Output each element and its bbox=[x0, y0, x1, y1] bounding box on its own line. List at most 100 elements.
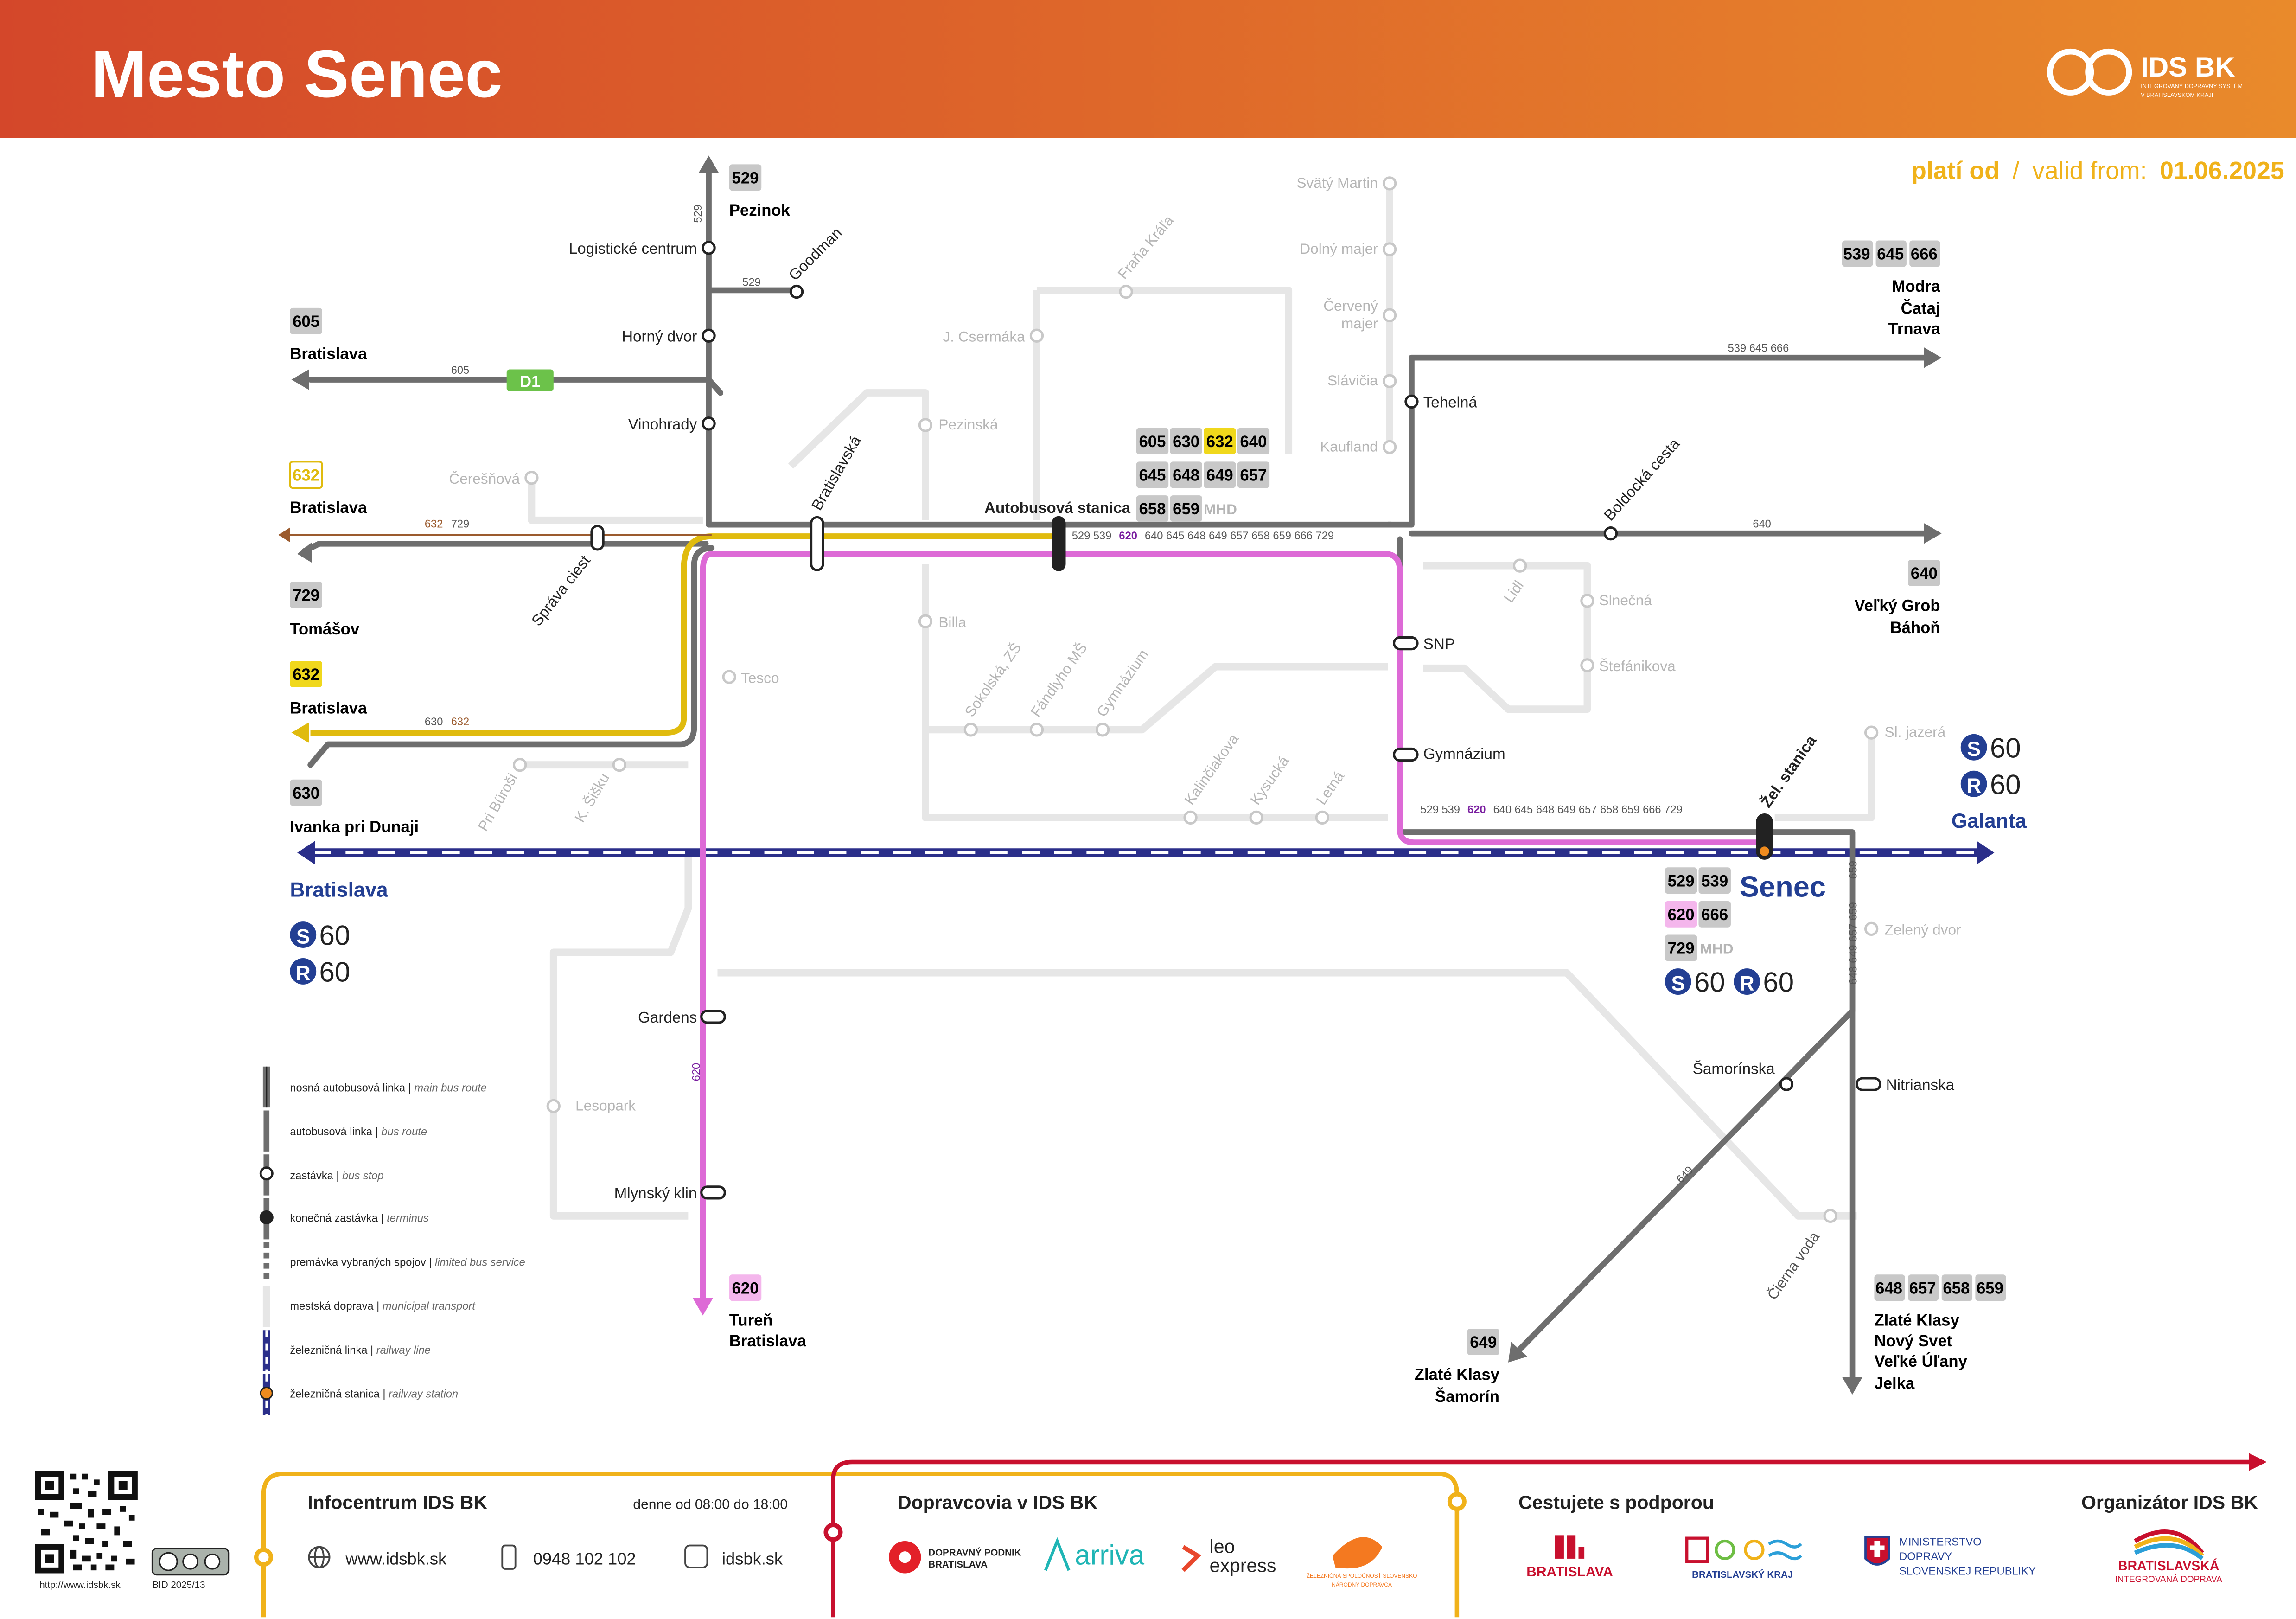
stop-bratislavska[interactable] bbox=[810, 516, 824, 571]
info-frame bbox=[261, 1471, 1460, 1618]
stop-snp[interactable] bbox=[1393, 636, 1419, 651]
label-620-vertical: 620 bbox=[691, 1063, 703, 1081]
stop-lidl[interactable] bbox=[1513, 558, 1527, 573]
rail-east-s-letter: S bbox=[1967, 738, 1980, 761]
dest-620: 620 Tureň Bratislava bbox=[729, 1274, 806, 1350]
info-phone[interactable]: 0948 102 102 bbox=[533, 1549, 636, 1568]
red-arrow bbox=[2249, 1453, 2267, 1471]
stop-dolny-majer[interactable] bbox=[1382, 242, 1397, 256]
label-630: 630 bbox=[425, 716, 443, 728]
stop-letna[interactable] bbox=[1315, 810, 1329, 825]
stop-kysucka[interactable] bbox=[1249, 810, 1263, 825]
stop-tehelna[interactable] bbox=[1404, 394, 1419, 409]
badge-658: 658 bbox=[1943, 1280, 1970, 1297]
dest-630: 630 Ivanka pri Dunaji bbox=[290, 779, 419, 836]
stop-slnecna[interactable] bbox=[1580, 594, 1594, 608]
badge-605: 605 bbox=[293, 313, 319, 331]
legend-1-en: bus route bbox=[381, 1126, 427, 1138]
stop-horny-dvor[interactable] bbox=[702, 328, 716, 343]
hub-s-529: 529 bbox=[1668, 872, 1695, 890]
hub-senec-r-letter: R bbox=[1740, 973, 1754, 995]
label-horny-dvor: Horný dvor bbox=[622, 328, 697, 345]
d1-label: D1 bbox=[520, 373, 540, 390]
bid-logo: BRATISLAVSKÁ INTEGROVANÁ DOPRAVA bbox=[2115, 1529, 2222, 1584]
hub-a-630: 630 bbox=[1173, 433, 1199, 451]
badge-640: 640 bbox=[1911, 565, 1938, 582]
leo-express-logo: leo express bbox=[1181, 1536, 1276, 1576]
zssk-logo: ŽELEZNIČNÁ SPOLOČNOSŤ SLOVENSKO NÁRODNÝ … bbox=[1307, 1537, 1417, 1588]
rail-west-r-letter: R bbox=[296, 962, 311, 985]
legend-6-sk: železničná linka bbox=[290, 1344, 368, 1357]
stop-boldocka-cesta[interactable] bbox=[1603, 526, 1618, 541]
dest-novy-svet: Nový Svet bbox=[1874, 1332, 1952, 1350]
stop-vinohrady[interactable] bbox=[702, 416, 716, 431]
stop-lesopark[interactable] bbox=[546, 1099, 561, 1113]
globe-icon bbox=[308, 1546, 331, 1568]
stop-j-csermaka[interactable] bbox=[1029, 328, 1044, 343]
bratislava-text: BRATISLAVA bbox=[1526, 1564, 1613, 1580]
stop-sprava-ciest[interactable] bbox=[590, 525, 605, 551]
hub-a-658: 658 bbox=[1139, 500, 1166, 518]
legend: nosná autobusová linka | main bus route … bbox=[259, 1066, 525, 1415]
phone-icon bbox=[501, 1544, 517, 1570]
label-slnecna: Slnečná bbox=[1599, 592, 1652, 608]
stop-tesco[interactable] bbox=[722, 670, 736, 684]
stop-sokolska-zs[interactable] bbox=[963, 723, 978, 737]
stop-pri-burosi[interactable] bbox=[512, 758, 527, 772]
route-arrowheads bbox=[291, 155, 1942, 1395]
stop-gymnazium-mhd[interactable] bbox=[1095, 723, 1110, 737]
label-605: 605 bbox=[451, 365, 470, 377]
stop-stefanikova[interactable] bbox=[1580, 658, 1594, 672]
stop-frana-krala[interactable] bbox=[1119, 284, 1133, 299]
stop-sl-jazera[interactable] bbox=[1864, 725, 1879, 740]
stop-billa[interactable] bbox=[918, 614, 933, 628]
dest-632: 632 Bratislava bbox=[289, 461, 367, 517]
label-fandlyho-ms: Fándlyho MŠ bbox=[1027, 640, 1090, 720]
stop-cierna-voda[interactable] bbox=[1823, 1209, 1837, 1223]
legend-4-sk: premávka vybraných spojov bbox=[290, 1256, 426, 1268]
legend-6-en: railway line bbox=[376, 1344, 431, 1357]
legend-bus-route: autobusová linka | bus route bbox=[290, 1126, 427, 1138]
info-fb[interactable]: idsbk.sk bbox=[722, 1549, 783, 1568]
stop-samorinska[interactable] bbox=[1779, 1077, 1794, 1091]
badge-666: 666 bbox=[1911, 246, 1938, 263]
page-title: Mesto Senec bbox=[91, 36, 503, 111]
hub-a-605: 605 bbox=[1139, 433, 1166, 451]
ministry-logo: MINISTERSTVO DOPRAVY SLOVENSKEJ REPUBLIK… bbox=[1864, 1536, 2036, 1578]
facebook-icon bbox=[684, 1544, 708, 1568]
info-web[interactable]: www.idsbk.sk bbox=[345, 1549, 447, 1568]
stop-goodman[interactable] bbox=[789, 284, 804, 299]
bid-org-line2: INTEGROVANÁ DOPRAVA bbox=[2115, 1574, 2222, 1584]
carriers-title: Dopravcovia v IDS BK bbox=[898, 1492, 1097, 1513]
stop-pezinska[interactable] bbox=[918, 418, 933, 432]
stop-slavicia[interactable] bbox=[1382, 374, 1397, 388]
dest-729: 729 Tomášov bbox=[290, 582, 360, 638]
stop-gardens[interactable] bbox=[700, 1010, 726, 1024]
ministry-line3: SLOVENSKEJ REPUBLIKY bbox=[1899, 1566, 2036, 1578]
stop-k-sisku[interactable] bbox=[612, 758, 627, 772]
stop-mlynsky-klin[interactable] bbox=[700, 1185, 726, 1200]
stop-cerveny-majer[interactable] bbox=[1382, 308, 1397, 322]
stop-fandlyho-ms[interactable] bbox=[1029, 723, 1044, 737]
stop-ceresnova[interactable] bbox=[524, 471, 539, 485]
label-lesopark: Lesopark bbox=[575, 1097, 636, 1114]
stop-logisticke-centrum[interactable] bbox=[702, 241, 716, 255]
dest-north: 529 Pezinok bbox=[729, 164, 791, 219]
stop-kalinciakova[interactable] bbox=[1183, 810, 1198, 825]
stop-kaufland[interactable] bbox=[1382, 440, 1397, 454]
rail-arrow-east bbox=[1977, 841, 1995, 864]
label-se-vertical: 648 649 657 659 bbox=[1848, 902, 1860, 985]
stop-zeleny-dvor[interactable] bbox=[1864, 921, 1879, 936]
stop-svaty-martin[interactable] bbox=[1382, 176, 1397, 191]
stop-gymnazium[interactable] bbox=[1393, 747, 1419, 762]
stop-autobusova-stanica[interactable] bbox=[1052, 516, 1066, 571]
qr-code[interactable] bbox=[35, 1471, 138, 1574]
label-mlynsky-klin: Mlynský klin bbox=[614, 1185, 697, 1202]
hub-senec-s-letter: S bbox=[1671, 973, 1685, 995]
rail-station-senec[interactable] bbox=[1757, 844, 1772, 858]
hub-senec: 529 539 620 666 729 MHD Senec S 60 R 60 bbox=[1665, 867, 1826, 998]
stop-nitrianska[interactable] bbox=[1856, 1077, 1881, 1091]
support-title: Cestujete s podporou bbox=[1518, 1492, 1714, 1513]
hub-s-666: 666 bbox=[1701, 906, 1728, 924]
qr-url[interactable]: http://www.idsbk.sk bbox=[39, 1580, 121, 1590]
